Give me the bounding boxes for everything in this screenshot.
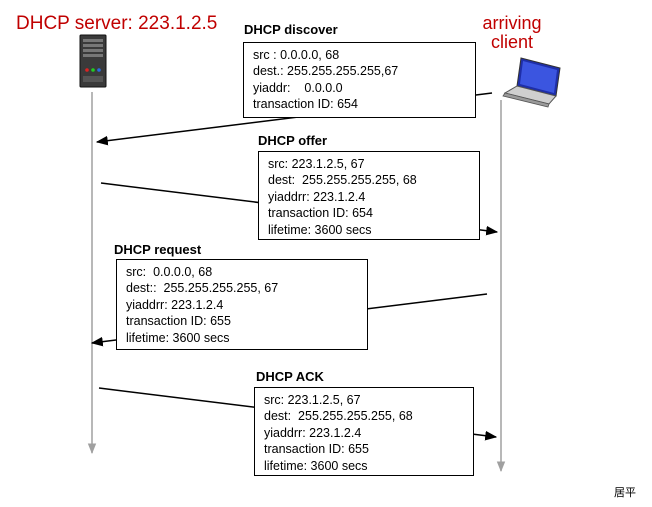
client-title-line2: client bbox=[490, 32, 534, 52]
request-title: DHCP request bbox=[114, 242, 202, 257]
ack-dest: dest: 255.255.255.255, 68 bbox=[264, 409, 413, 424]
offer-title: DHCP offer bbox=[258, 133, 328, 148]
discover-dest: dest.: 255.255.255.255,67 bbox=[253, 64, 399, 79]
request-lifetime: lifetime: 3600 secs bbox=[126, 330, 230, 345]
discover-box: src : 0.0.0.0, 68 dest.: 255.255.255.255… bbox=[243, 42, 476, 118]
discover-transaction-id: transaction ID: 654 bbox=[253, 97, 358, 112]
discover-yiaddr: yiaddr: 0.0.0.0 bbox=[253, 80, 343, 95]
ack-title: DHCP ACK bbox=[256, 369, 324, 384]
request-transaction-id: transaction ID: 655 bbox=[126, 314, 231, 329]
server-title: DHCP server: 223.1.2.5 bbox=[16, 13, 218, 34]
offer-transaction-id: transaction ID: 654 bbox=[268, 206, 373, 221]
request-src: src: 0.0.0.0, 68 bbox=[126, 265, 213, 279]
ack-transaction-id: transaction ID: 655 bbox=[264, 442, 369, 457]
footer-text: 居平 bbox=[614, 486, 636, 499]
client-title-line1: arriving bbox=[482, 13, 542, 33]
ack-lifetime: lifetime: 3600 secs bbox=[264, 458, 368, 473]
discover-title: DHCP discover bbox=[244, 22, 338, 37]
offer-yiaddr: yiaddrr: 223.1.2.4 bbox=[268, 189, 366, 204]
request-yiaddr: yiaddrr: 223.1.2.4 bbox=[126, 297, 224, 312]
offer-src: src: 223.1.2.5, 67 bbox=[268, 157, 365, 171]
server-tower-icon bbox=[79, 34, 107, 88]
ack-src: src: 223.1.2.5, 67 bbox=[264, 393, 361, 407]
laptop-icon bbox=[502, 57, 561, 108]
offer-lifetime: lifetime: 3600 secs bbox=[268, 222, 372, 237]
discover-src: src : 0.0.0.0, 68 bbox=[253, 48, 340, 62]
request-box: src: 0.0.0.0, 68 dest:: 255.255.255.255,… bbox=[116, 259, 368, 350]
ack-box: src: 223.1.2.5, 67 dest: 255.255.255.255… bbox=[254, 387, 474, 476]
offer-box: src: 223.1.2.5, 67 dest: 255.255.255.255… bbox=[258, 151, 480, 240]
offer-dest: dest: 255.255.255.255, 68 bbox=[268, 173, 417, 188]
request-dest: dest:: 255.255.255.255, 67 bbox=[126, 281, 279, 296]
ack-yiaddr: yiaddrr: 223.1.2.4 bbox=[264, 425, 362, 440]
client-title: arriving client bbox=[470, 14, 554, 52]
